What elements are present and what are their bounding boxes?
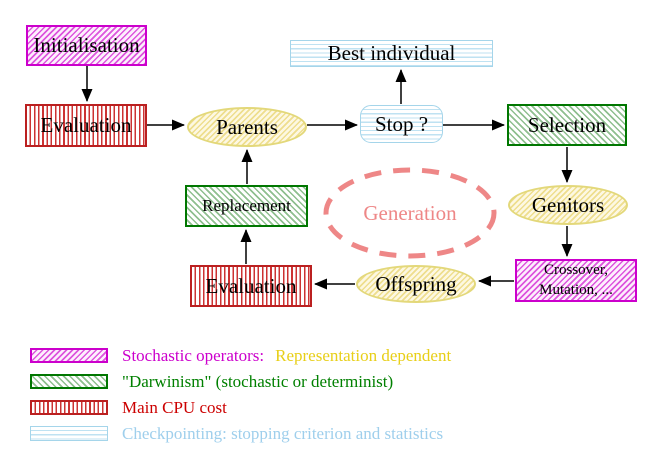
node-evaluation-bottom: Evaluation — [190, 265, 312, 307]
legend-label-checkpointing: Checkpointing: stopping criterion and st… — [122, 424, 444, 443]
node-replacement: Replacement — [185, 185, 308, 227]
node-evaluation-top: Evaluation — [25, 104, 147, 147]
node-crossover-mutation: Crossover, Mutation, ... — [515, 259, 637, 302]
node-parents: Parents — [187, 107, 307, 147]
node-offspring: Offspring — [356, 265, 476, 303]
crossover-line2: Mutation, ... — [539, 281, 613, 298]
legend-label-darwinism: "Darwinism" (stochastic or determinist) — [122, 372, 394, 391]
legend-swatch-darwinism — [30, 374, 108, 389]
legend-text-stochastic: Stochastic operators: — [122, 346, 265, 365]
node-stop: Stop ? — [360, 105, 443, 143]
node-genitors: Genitors — [508, 185, 628, 225]
legend-label-stochastic-operators: Stochastic operators: Representation depe… — [122, 346, 451, 366]
legend-label-main-cpu-cost: Main CPU cost — [122, 398, 227, 417]
node-selection: Selection — [507, 104, 627, 146]
generation-label: Generation — [363, 200, 457, 225]
crossover-line1: Crossover, — [544, 262, 608, 278]
legend-swatch-stochastic-operators — [30, 348, 108, 363]
node-initialisation: Initialisation — [26, 25, 147, 66]
node-best-individual: Best individual — [290, 40, 493, 67]
legend-swatch-checkpointing — [30, 426, 108, 441]
legend-text-representation-dependent: Representation dependent — [275, 346, 452, 365]
legend-swatch-main-cpu-cost — [30, 400, 108, 415]
